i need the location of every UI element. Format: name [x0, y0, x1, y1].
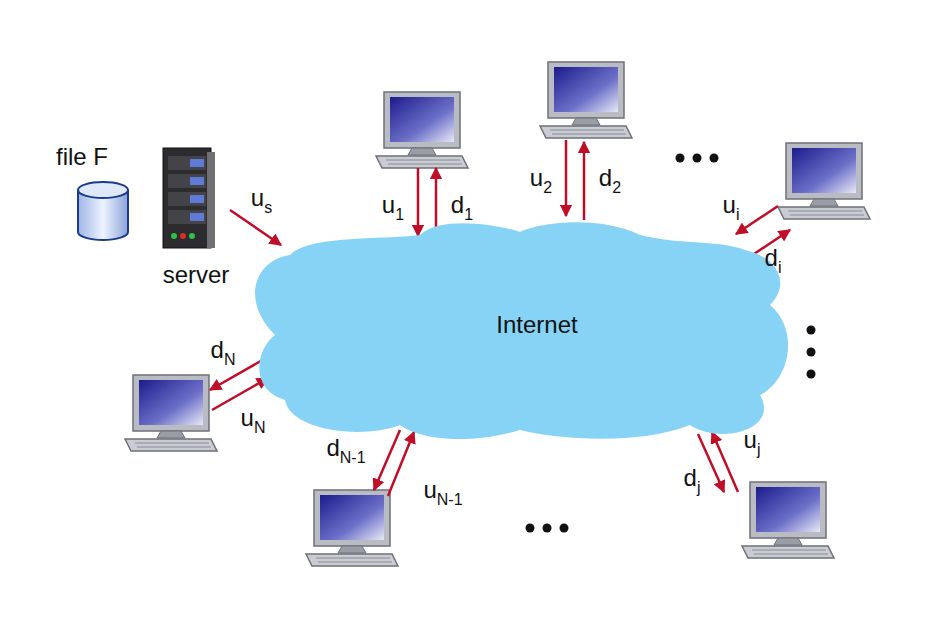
rate-label: dj — [684, 465, 701, 491]
rate-label: d1 — [451, 192, 473, 218]
access-arrows — [210, 140, 790, 496]
peer-computer — [306, 490, 398, 566]
rate-label: di — [765, 245, 782, 271]
rate-label: d2 — [599, 165, 621, 191]
node-label: server — [163, 262, 230, 288]
server-rack — [163, 148, 215, 248]
peer-computer — [540, 62, 632, 138]
rate-label: dN-1 — [326, 435, 365, 461]
rate-label: uN — [241, 405, 266, 431]
peer-computer — [778, 143, 870, 219]
peer-computer — [742, 482, 834, 558]
rate-label: dN — [211, 337, 236, 363]
upload-arrow — [230, 210, 281, 245]
peer-computer — [125, 375, 217, 451]
internet-cloud: Internet — [245, 205, 805, 455]
node-label: file F — [56, 144, 108, 170]
rate-label: u1 — [382, 192, 404, 218]
cloud-label: Internet — [496, 312, 577, 338]
peer-computer — [376, 92, 468, 168]
rate-label: uN-1 — [423, 477, 462, 503]
rate-label: ui — [723, 192, 740, 218]
rate-label: u2 — [530, 165, 552, 191]
file-cylinder-top — [78, 182, 128, 198]
server: server — [150, 146, 242, 288]
rate-label: us — [251, 184, 272, 210]
rate-label: uj — [744, 427, 761, 453]
file-store: file F — [52, 144, 132, 244]
